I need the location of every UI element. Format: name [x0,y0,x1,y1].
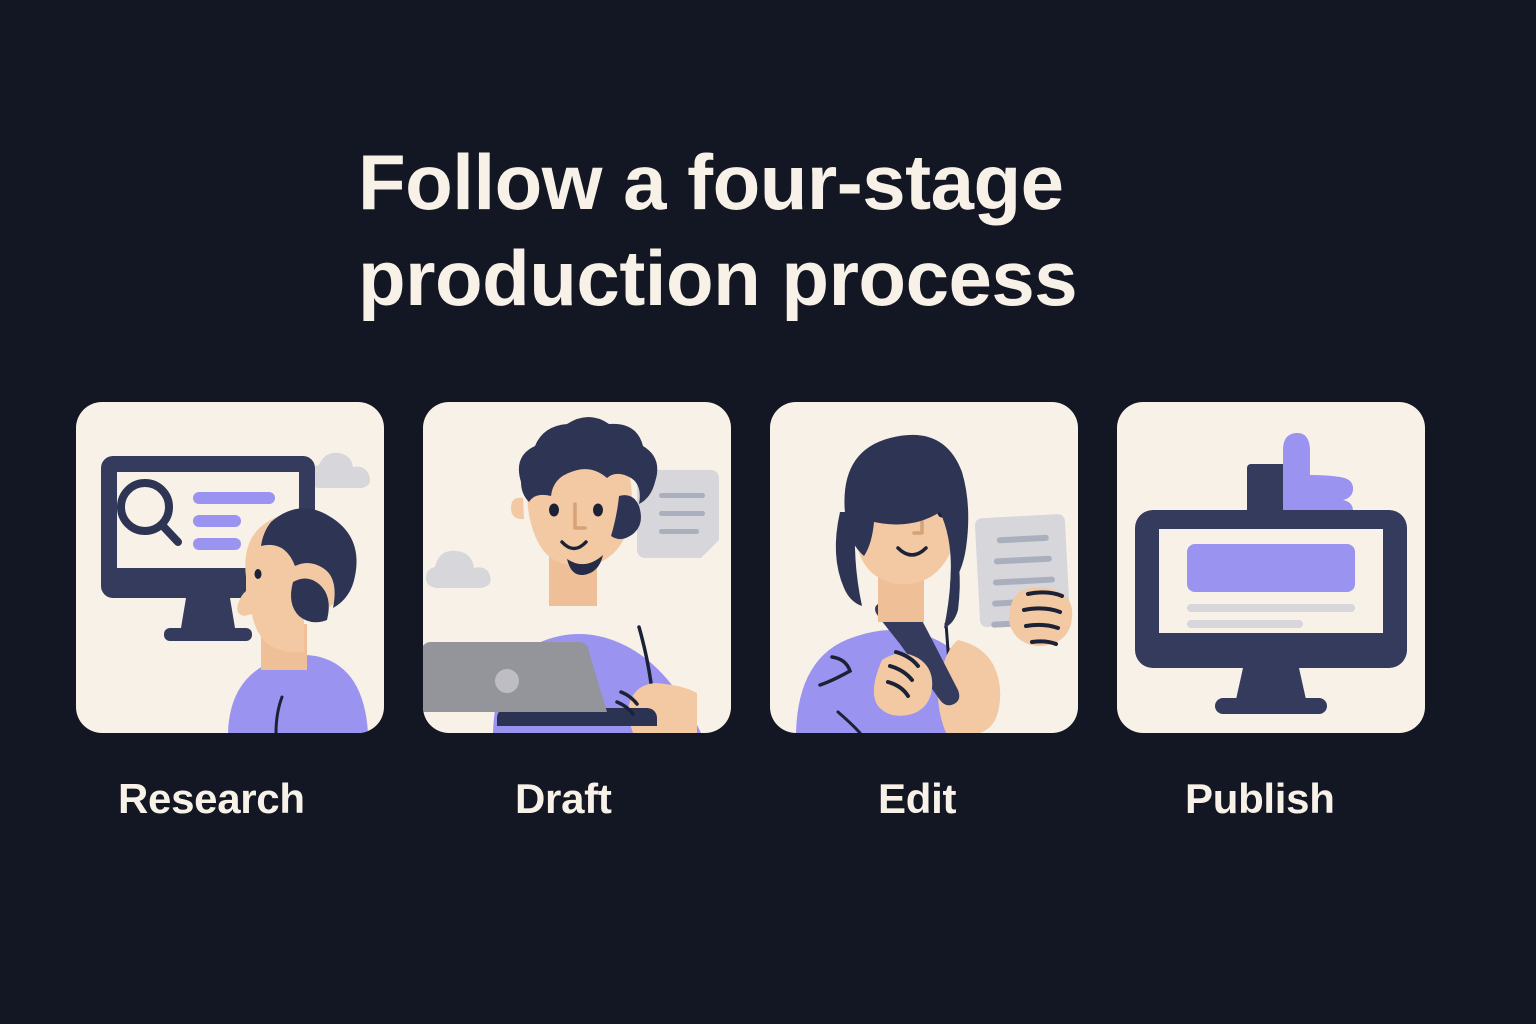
stage-card-row: Research [76,402,1460,823]
arm-right [938,640,1001,733]
cloud-icon [306,452,371,488]
person-viewing-monitor-search-icon [101,452,371,733]
hand-right [1009,587,1073,646]
stage-publish[interactable]: Publish [1117,402,1425,823]
pen-icon [875,596,960,706]
monitor-thumbs-up-icon [1135,432,1407,714]
document-icon [637,470,719,558]
stage-draft[interactable]: Draft [423,402,731,823]
search-icon [117,479,182,546]
person-typing-laptop-icon [423,417,719,733]
stage-research[interactable]: Research [76,402,384,823]
person-head [835,434,969,628]
page-title: Follow a four-stage production process [358,138,1078,322]
screen-content [1187,544,1355,628]
stage-card-draft[interactable] [423,402,731,733]
cloud-icon [426,550,491,588]
stage-label-publish: Publish [1185,775,1335,822]
screen-text-lines [193,492,275,550]
person-profile [228,508,368,733]
stage-label-research: Research [118,775,305,822]
stage-label-draft: Draft [515,775,612,822]
stage-label-edit: Edit [878,775,957,822]
stage-edit[interactable]: Edit [770,402,1078,823]
person-holding-pen-and-document-icon [796,434,1073,733]
hand-left [873,650,933,716]
laptop-icon [423,641,657,726]
stage-card-edit[interactable] [770,402,1078,733]
person-head [511,417,658,576]
thumb-arm [1247,464,1287,522]
stage-card-research[interactable] [76,402,384,733]
stage-card-publish[interactable] [1117,402,1425,733]
